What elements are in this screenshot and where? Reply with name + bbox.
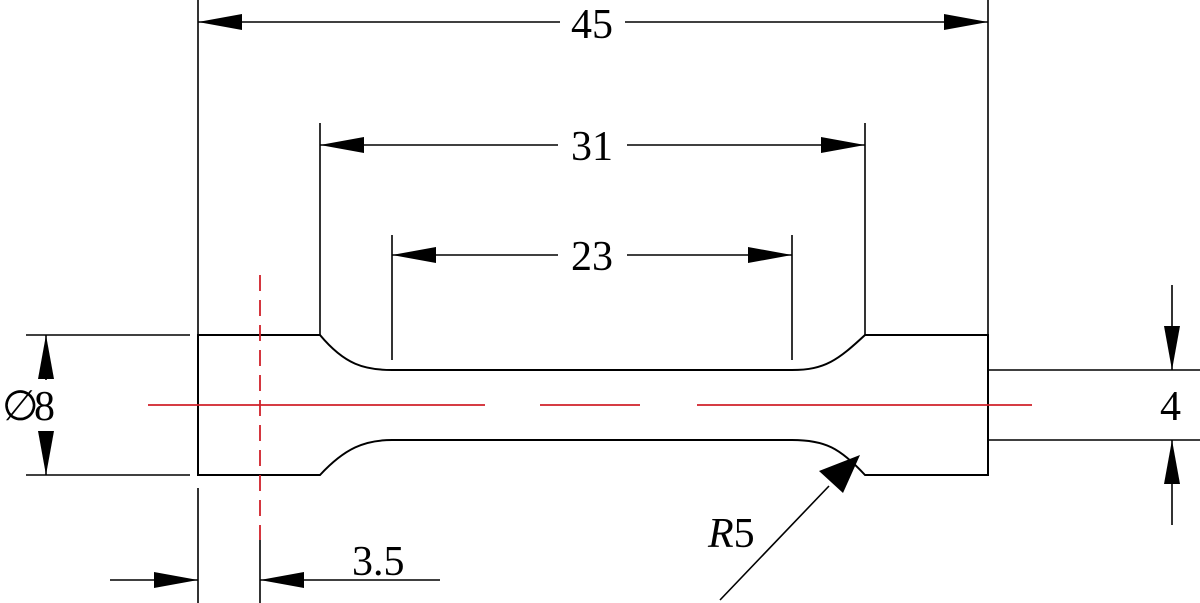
dimension-gauge-length: 23 <box>392 234 792 280</box>
offset-label: 3.5 <box>352 539 405 585</box>
dimension-shoulder-length: 31 <box>320 124 865 170</box>
dimension-fillet-radius: R5 <box>707 455 860 601</box>
dimension-reduced-diameter: 4 <box>1160 285 1181 525</box>
dimension-offset: 3.5 <box>110 539 440 588</box>
fillet-radius-prefix: R <box>707 511 734 557</box>
shoulder-length-label: 31 <box>571 124 613 170</box>
specimen-outline <box>197 334 989 476</box>
svg-text:R5: R5 <box>707 511 755 557</box>
gauge-length-label: 23 <box>571 234 613 280</box>
fillet-radius-label: 5 <box>734 511 755 557</box>
reduced-diameter-label: 4 <box>1160 384 1181 430</box>
diameter-symbol: ∅ <box>2 384 39 430</box>
extension-lines <box>26 0 1200 603</box>
dimension-diameter: ∅ 8 <box>2 335 55 475</box>
dimension-overall-length: 45 <box>198 2 988 48</box>
diameter-label: 8 <box>34 384 55 430</box>
overall-length-label: 45 <box>571 2 613 48</box>
